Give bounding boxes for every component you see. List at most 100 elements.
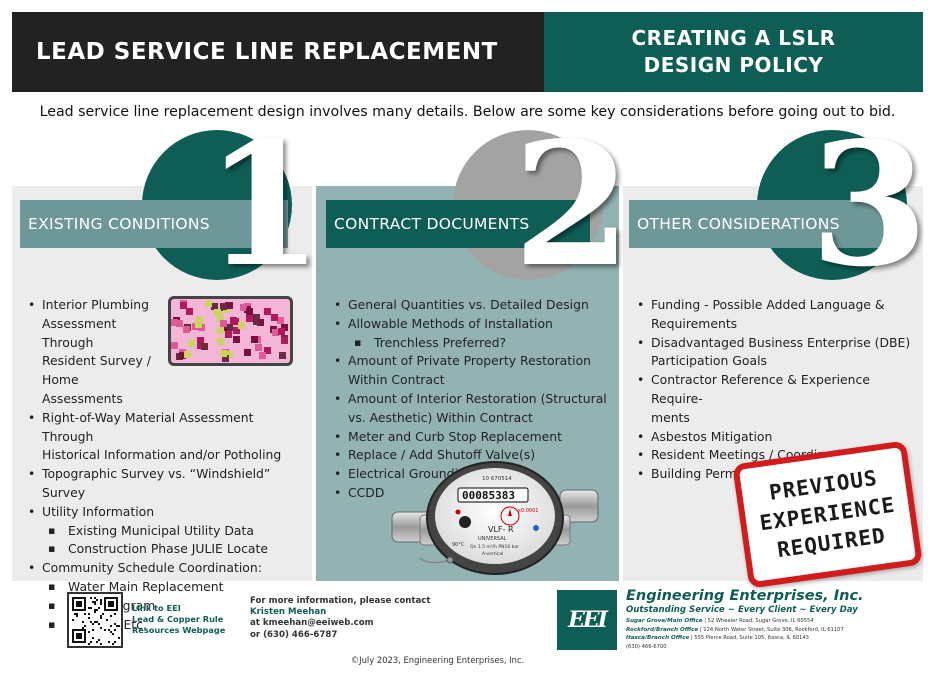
qr-module	[106, 619, 108, 621]
contact-name: Kristen Meehan	[250, 607, 327, 618]
qr-module	[100, 643, 102, 645]
qr-module	[100, 615, 102, 617]
qr-module	[98, 639, 100, 641]
qr-module	[96, 621, 98, 623]
map-parcel	[233, 327, 240, 334]
qr-module	[82, 627, 84, 629]
section-2-title: CONTRACT DOCUMENTS	[334, 215, 530, 233]
section-3-number: 3	[810, 105, 929, 305]
list-item: Requirements	[651, 315, 738, 331]
list-item: Contractor Reference & Experience Requir…	[637, 371, 919, 409]
qr-module	[94, 611, 96, 613]
section-1-title-bar: EXISTING CONDITIONS	[20, 200, 288, 248]
map-parcel	[217, 315, 224, 322]
list-item: Funding - Possible Added Language &	[637, 296, 919, 315]
company-info: Engineering Enterprises, Inc. Outstandin…	[626, 588, 864, 651]
qr-module	[84, 625, 86, 627]
map-parcel	[244, 349, 251, 356]
list-item: Allowable Methods of Installation	[334, 315, 616, 334]
office-name: Itasca/Branch Office	[626, 635, 690, 641]
map-parcel	[246, 308, 253, 315]
office-address: 555 Pierce Road, Suite 105, Itasca, IL 6…	[694, 635, 809, 641]
qr-module	[102, 613, 104, 615]
contact-phone[interactable]: or (630) 466-6787	[250, 629, 338, 640]
contact-intro: For more information, please contact	[250, 596, 431, 606]
qr-module	[112, 633, 114, 635]
qr-caption[interactable]: Link to EEI Lead & Copper Rule Resources…	[132, 603, 225, 636]
list-item: Interior Plumbing	[28, 296, 158, 315]
map-parcel	[220, 303, 227, 310]
qr-module	[76, 615, 78, 617]
map-parcel	[226, 351, 233, 358]
map-parcel	[197, 337, 204, 344]
qr-module	[92, 601, 94, 603]
section-2-title-bar: CONTRACT DOCUMENTS	[326, 200, 590, 248]
office-line: Sugar Grove/Main Office | 52 Wheeler Roa…	[626, 618, 814, 624]
contact-email[interactable]: at kmeehan@eeiweb.com	[250, 618, 374, 629]
section-2-number: 2	[513, 105, 632, 305]
map-parcel	[272, 329, 279, 336]
map-parcel	[251, 336, 258, 343]
map-parcel	[225, 302, 232, 309]
qr-module	[90, 607, 92, 609]
qr-module	[82, 621, 84, 623]
qr-module	[114, 629, 116, 631]
map-parcel	[226, 324, 233, 331]
qr-module	[74, 613, 76, 615]
contact-block: For more information, please contact Kri…	[250, 596, 431, 641]
qr-module	[100, 627, 102, 629]
map-parcel	[188, 340, 195, 347]
eei-logo: EEI	[557, 590, 617, 650]
qr-module	[88, 607, 90, 609]
map-parcel	[179, 352, 186, 359]
intro-text: Lead service line replacement design inv…	[39, 104, 896, 120]
qr-caption-line: Lead & Copper Rule	[132, 614, 224, 624]
map-parcel	[222, 355, 229, 362]
map-parcel	[225, 331, 232, 338]
map-parcel	[259, 352, 266, 359]
map-parcel	[171, 342, 178, 349]
meter-factor: x0.0001	[518, 508, 538, 514]
qr-caption-line: Resources Webpage	[132, 625, 226, 635]
map-parcel	[230, 317, 237, 324]
main-phone: (630) 466-6700	[626, 643, 667, 650]
copyright-line: ©July 2023, Engineering Enterprises, Inc…	[0, 655, 935, 665]
qr-module	[92, 637, 94, 639]
qr-module	[110, 631, 112, 633]
map-parcel	[217, 338, 224, 345]
company-name: Engineering Enterprises, Inc.	[626, 588, 864, 604]
list-item: General Quantities vs. Detailed Design	[334, 296, 616, 315]
list-item: Assessment Through	[42, 315, 117, 350]
qr-module	[114, 613, 116, 615]
list-item: Right-of-Way Material Assessment Through	[28, 409, 308, 447]
list-item: Historical Information and/or Potholing	[42, 447, 282, 463]
qr-module	[100, 617, 102, 619]
qr-module	[110, 625, 112, 627]
map-parcel	[201, 343, 208, 350]
map-parcel	[233, 336, 240, 343]
map-parcel	[255, 344, 262, 351]
qr-module	[118, 637, 120, 639]
qr-code[interactable]	[67, 592, 123, 648]
map-parcel	[183, 326, 190, 333]
qr-module	[98, 623, 100, 625]
map-parcel	[257, 319, 264, 326]
map-parcel	[253, 318, 260, 325]
list-item: vs. Aesthetic) Within Contract	[348, 409, 533, 425]
office-address: 52 Wheeler Road, Sugar Grove, IL 60554	[707, 618, 814, 624]
logo-text: EEI	[568, 607, 608, 633]
qr-module	[114, 641, 116, 643]
qr-module	[88, 631, 90, 633]
map-parcel	[220, 320, 227, 327]
list-item: Resident Survey /	[42, 353, 151, 369]
list-item: ments	[651, 409, 690, 425]
qr-finder	[104, 597, 118, 611]
map-parcel	[214, 309, 221, 316]
list-item: Water Main Replacement	[28, 578, 308, 597]
office-list: Sugar Grove/Main Office | 52 Wheeler Roa…	[626, 617, 864, 651]
office-line: Itasca/Branch Office | 555 Pierce Road, …	[626, 635, 809, 641]
section-3-title: OTHER CONSIDERATIONS	[637, 215, 840, 233]
header-title-bar: LEAD SERVICE LINE REPLACEMENT	[12, 12, 544, 92]
map-parcel	[205, 300, 212, 307]
